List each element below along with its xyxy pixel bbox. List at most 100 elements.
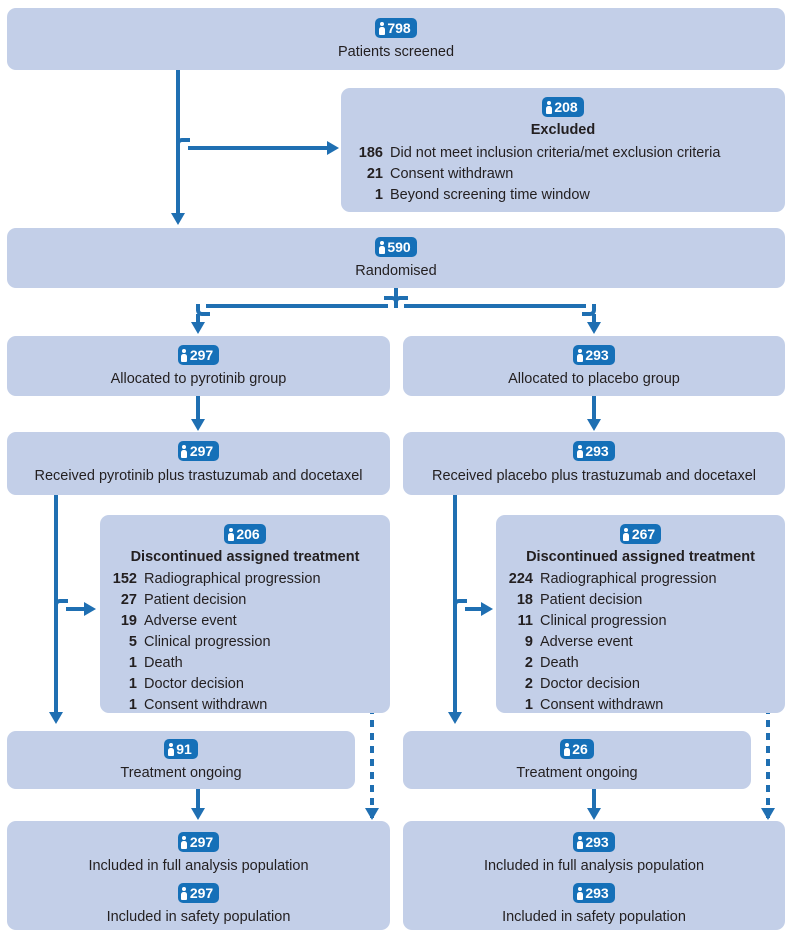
- arrowhead-analysis-right: [586, 808, 601, 820]
- badge-received-placebo: 293: [573, 441, 615, 461]
- reason-count: 1: [128, 676, 137, 693]
- node-label: Patients screened: [337, 44, 455, 60]
- node-received-pyrotinib: 297 Received pyrotinib plus trastuzumab …: [7, 432, 390, 495]
- badge-treatment-ongoing-pyrotinib: 91: [164, 739, 198, 759]
- list-item: 1 Consent withdrawn: [504, 695, 777, 716]
- reason-count: 1: [128, 655, 137, 672]
- person-icon: [181, 444, 188, 458]
- reason-count: 9: [524, 634, 533, 651]
- connector-dashed-discontinued-to-analysis-left: [370, 713, 374, 818]
- reason-label: Consent withdrawn: [540, 697, 664, 714]
- node-label: Randomised: [355, 263, 437, 279]
- node-label: Received pyrotinib plus trastuzumab and …: [34, 468, 363, 484]
- connector-elbow-excluded: [176, 138, 190, 150]
- list-item: 27 Patient decision: [108, 590, 382, 611]
- reason-count: 18: [516, 592, 533, 609]
- reason-label: Adverse event: [144, 613, 237, 630]
- list-item: 11 Clinical progression: [504, 611, 777, 632]
- discontinued-reason-list-right: 224 Radiographical progression 18 Patien…: [504, 569, 777, 716]
- badge-full-analysis-placebo: 293: [573, 832, 615, 852]
- badge-full-analysis-pyrotinib: 297: [177, 832, 220, 852]
- node-treatment-ongoing-placebo: 26 Treatment ongoing: [403, 731, 751, 789]
- arrowhead-dashed-analysis-right: [760, 808, 775, 820]
- connector-randomised-stem: [394, 288, 398, 300]
- reason-label: Clinical progression: [540, 613, 667, 630]
- node-label-safety: Included in safety population: [502, 909, 686, 926]
- arrowhead-screened-to-randomised: [170, 213, 185, 225]
- list-item: 21 Consent withdrawn: [351, 164, 775, 185]
- node-label-safety: Included in safety population: [106, 909, 291, 926]
- connector-ongoing-to-analysis-left: [196, 789, 200, 811]
- reason-label: Beyond screening time window: [390, 187, 590, 204]
- badge-count: 26: [572, 741, 588, 757]
- list-item: 2 Doctor decision: [504, 674, 777, 695]
- connector-elbow-discontinued-left: [54, 599, 68, 611]
- connector-elbow-down-right: [582, 304, 596, 316]
- badge-safety-pyrotinib: 297: [177, 883, 220, 904]
- node-label: Allocated to pyrotinib group: [110, 371, 287, 387]
- reason-label: Did not meet inclusion criteria/met excl…: [390, 145, 721, 162]
- node-analysis-pyrotinib: 297 Included in full analysis population…: [7, 821, 390, 930]
- arrowhead-received-right: [586, 419, 601, 431]
- badge-allocated-pyrotinib: 297: [177, 345, 220, 365]
- node-label: Treatment ongoing: [516, 765, 638, 781]
- node-title: Discontinued assigned treatment: [526, 549, 755, 565]
- person-icon: [181, 886, 188, 901]
- node-label: Treatment ongoing: [120, 765, 242, 781]
- reason-label: Patient decision: [540, 592, 643, 609]
- connector-allocated-to-received-left: [196, 396, 200, 420]
- badge-count: 206: [236, 526, 260, 542]
- connector-split-bar-left: [206, 304, 388, 308]
- arrowhead-analysis-left: [190, 808, 205, 820]
- node-title: Discontinued assigned treatment: [130, 549, 360, 565]
- connector-split-drop-left: [196, 314, 200, 323]
- person-icon: [378, 240, 385, 254]
- reason-label: Consent withdrawn: [390, 166, 514, 183]
- badge-count: 297: [189, 347, 214, 363]
- connector-split-drop-right: [592, 314, 596, 323]
- badge-received-pyrotinib: 297: [177, 441, 220, 461]
- badge-count: 293: [585, 443, 609, 459]
- node-label: Received placebo plus trastuzumab and do…: [431, 468, 757, 484]
- node-treatment-ongoing-pyrotinib: 91 Treatment ongoing: [7, 731, 355, 789]
- reason-count: 224: [508, 571, 533, 588]
- list-item: 152 Radiographical progression: [108, 569, 382, 590]
- person-icon: [576, 835, 583, 849]
- connector-elbow-down-left: [196, 304, 210, 316]
- badge-treatment-ongoing-placebo: 26: [560, 739, 594, 759]
- person-icon: [378, 21, 385, 35]
- reason-label: Clinical progression: [144, 634, 271, 651]
- arrowhead-received-left: [190, 419, 205, 431]
- list-item: 1 Doctor decision: [108, 674, 382, 695]
- connector-elbow-split-right: [394, 296, 408, 308]
- discontinued-reason-list-left: 152 Radiographical progression 27 Patien…: [108, 569, 382, 716]
- node-label: Allocated to placebo group: [508, 371, 680, 387]
- arrowhead-ongoing-right: [447, 712, 462, 724]
- connector-allocated-to-received-right: [592, 396, 596, 420]
- person-icon: [576, 444, 583, 458]
- reason-count: 1: [374, 187, 383, 204]
- reason-label: Death: [540, 655, 579, 672]
- badge-allocated-placebo: 293: [573, 345, 615, 365]
- badge-discontinued-placebo: 267: [619, 524, 662, 544]
- badge-discontinued-pyrotinib: 206: [224, 524, 266, 544]
- list-item: 1 Death: [108, 653, 382, 674]
- badge-patients-screened: 798: [375, 18, 417, 38]
- reason-count: 152: [112, 571, 137, 588]
- reason-count: 186: [358, 145, 383, 162]
- badge-count: 297: [189, 834, 214, 850]
- person-icon: [563, 742, 570, 756]
- node-analysis-placebo: 293 Included in full analysis population…: [403, 821, 785, 930]
- badge-count: 91: [176, 741, 192, 757]
- connector-screened-to-excluded: [188, 146, 329, 150]
- list-item: 186 Did not meet inclusion criteria/met …: [351, 143, 775, 164]
- badge-count: 293: [585, 885, 609, 902]
- list-item: 19 Adverse event: [108, 611, 382, 632]
- node-discontinued-placebo: 267 Discontinued assigned treatment 224 …: [496, 515, 785, 713]
- node-label-full-analysis: Included in full analysis population: [88, 858, 309, 874]
- arrowhead-allocated-left: [190, 322, 205, 334]
- person-icon: [623, 527, 630, 541]
- node-label-full-analysis: Included in full analysis population: [483, 858, 705, 874]
- reason-label: Radiographical progression: [540, 571, 717, 588]
